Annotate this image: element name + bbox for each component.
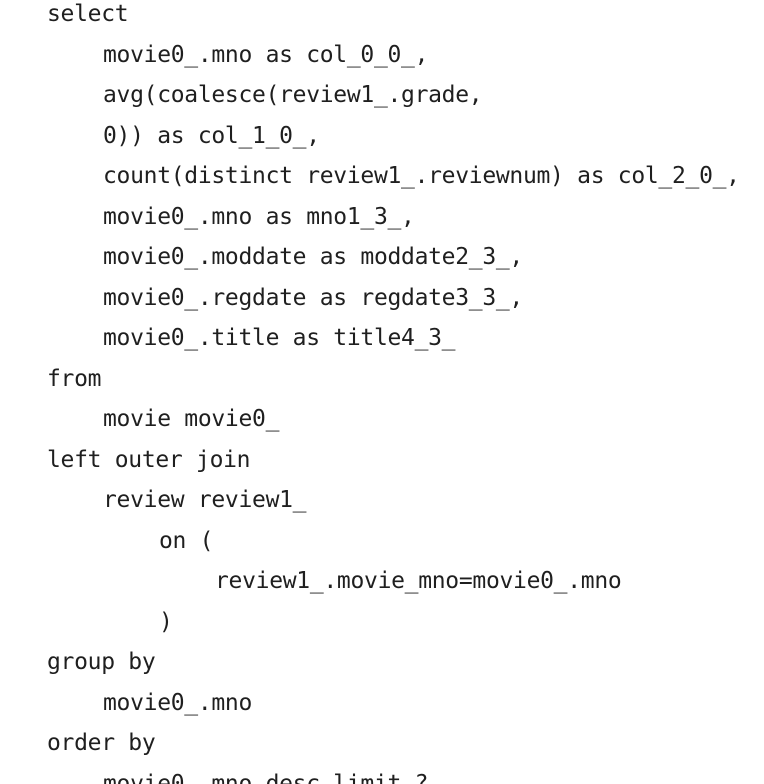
code-line: movie0_.mno xyxy=(103,689,253,716)
sql-code-block: select movie0_.mno as col_0_0_, avg(coal… xyxy=(47,1,740,784)
code-line: movie0_.moddate as moddate2_3_, xyxy=(103,244,523,270)
code-line-select: select xyxy=(47,1,129,27)
code-line: review review1_ xyxy=(103,487,307,513)
code-line-from: from xyxy=(47,365,102,392)
code-line: count(distinct review1_.reviewnum) as co… xyxy=(103,163,740,189)
code-line: 0)) as col_1_0_, xyxy=(103,122,320,149)
code-line: movie0_.mno desc limit ? xyxy=(103,770,429,784)
code-line: movie0_.mno as mno1_3_, xyxy=(103,203,415,230)
code-line: on ( xyxy=(159,527,214,554)
code-line-order-by: order by xyxy=(47,730,156,756)
code-line: movie0_.mno as col_0_0_, xyxy=(103,41,429,68)
code-line: avg(coalesce(review1_.grade, xyxy=(103,82,483,108)
code-line-group-by: group by xyxy=(47,649,156,675)
code-line: ) xyxy=(159,608,173,635)
code-line-join: left outer join xyxy=(47,446,251,473)
code-line: movie0_.title as title4_3_ xyxy=(103,325,456,351)
code-line: review1_.movie_mno=movie0_.mno xyxy=(215,568,622,594)
code-line: movie0_.regdate as regdate3_3_, xyxy=(103,284,523,311)
code-line: movie movie0_ xyxy=(103,406,280,432)
